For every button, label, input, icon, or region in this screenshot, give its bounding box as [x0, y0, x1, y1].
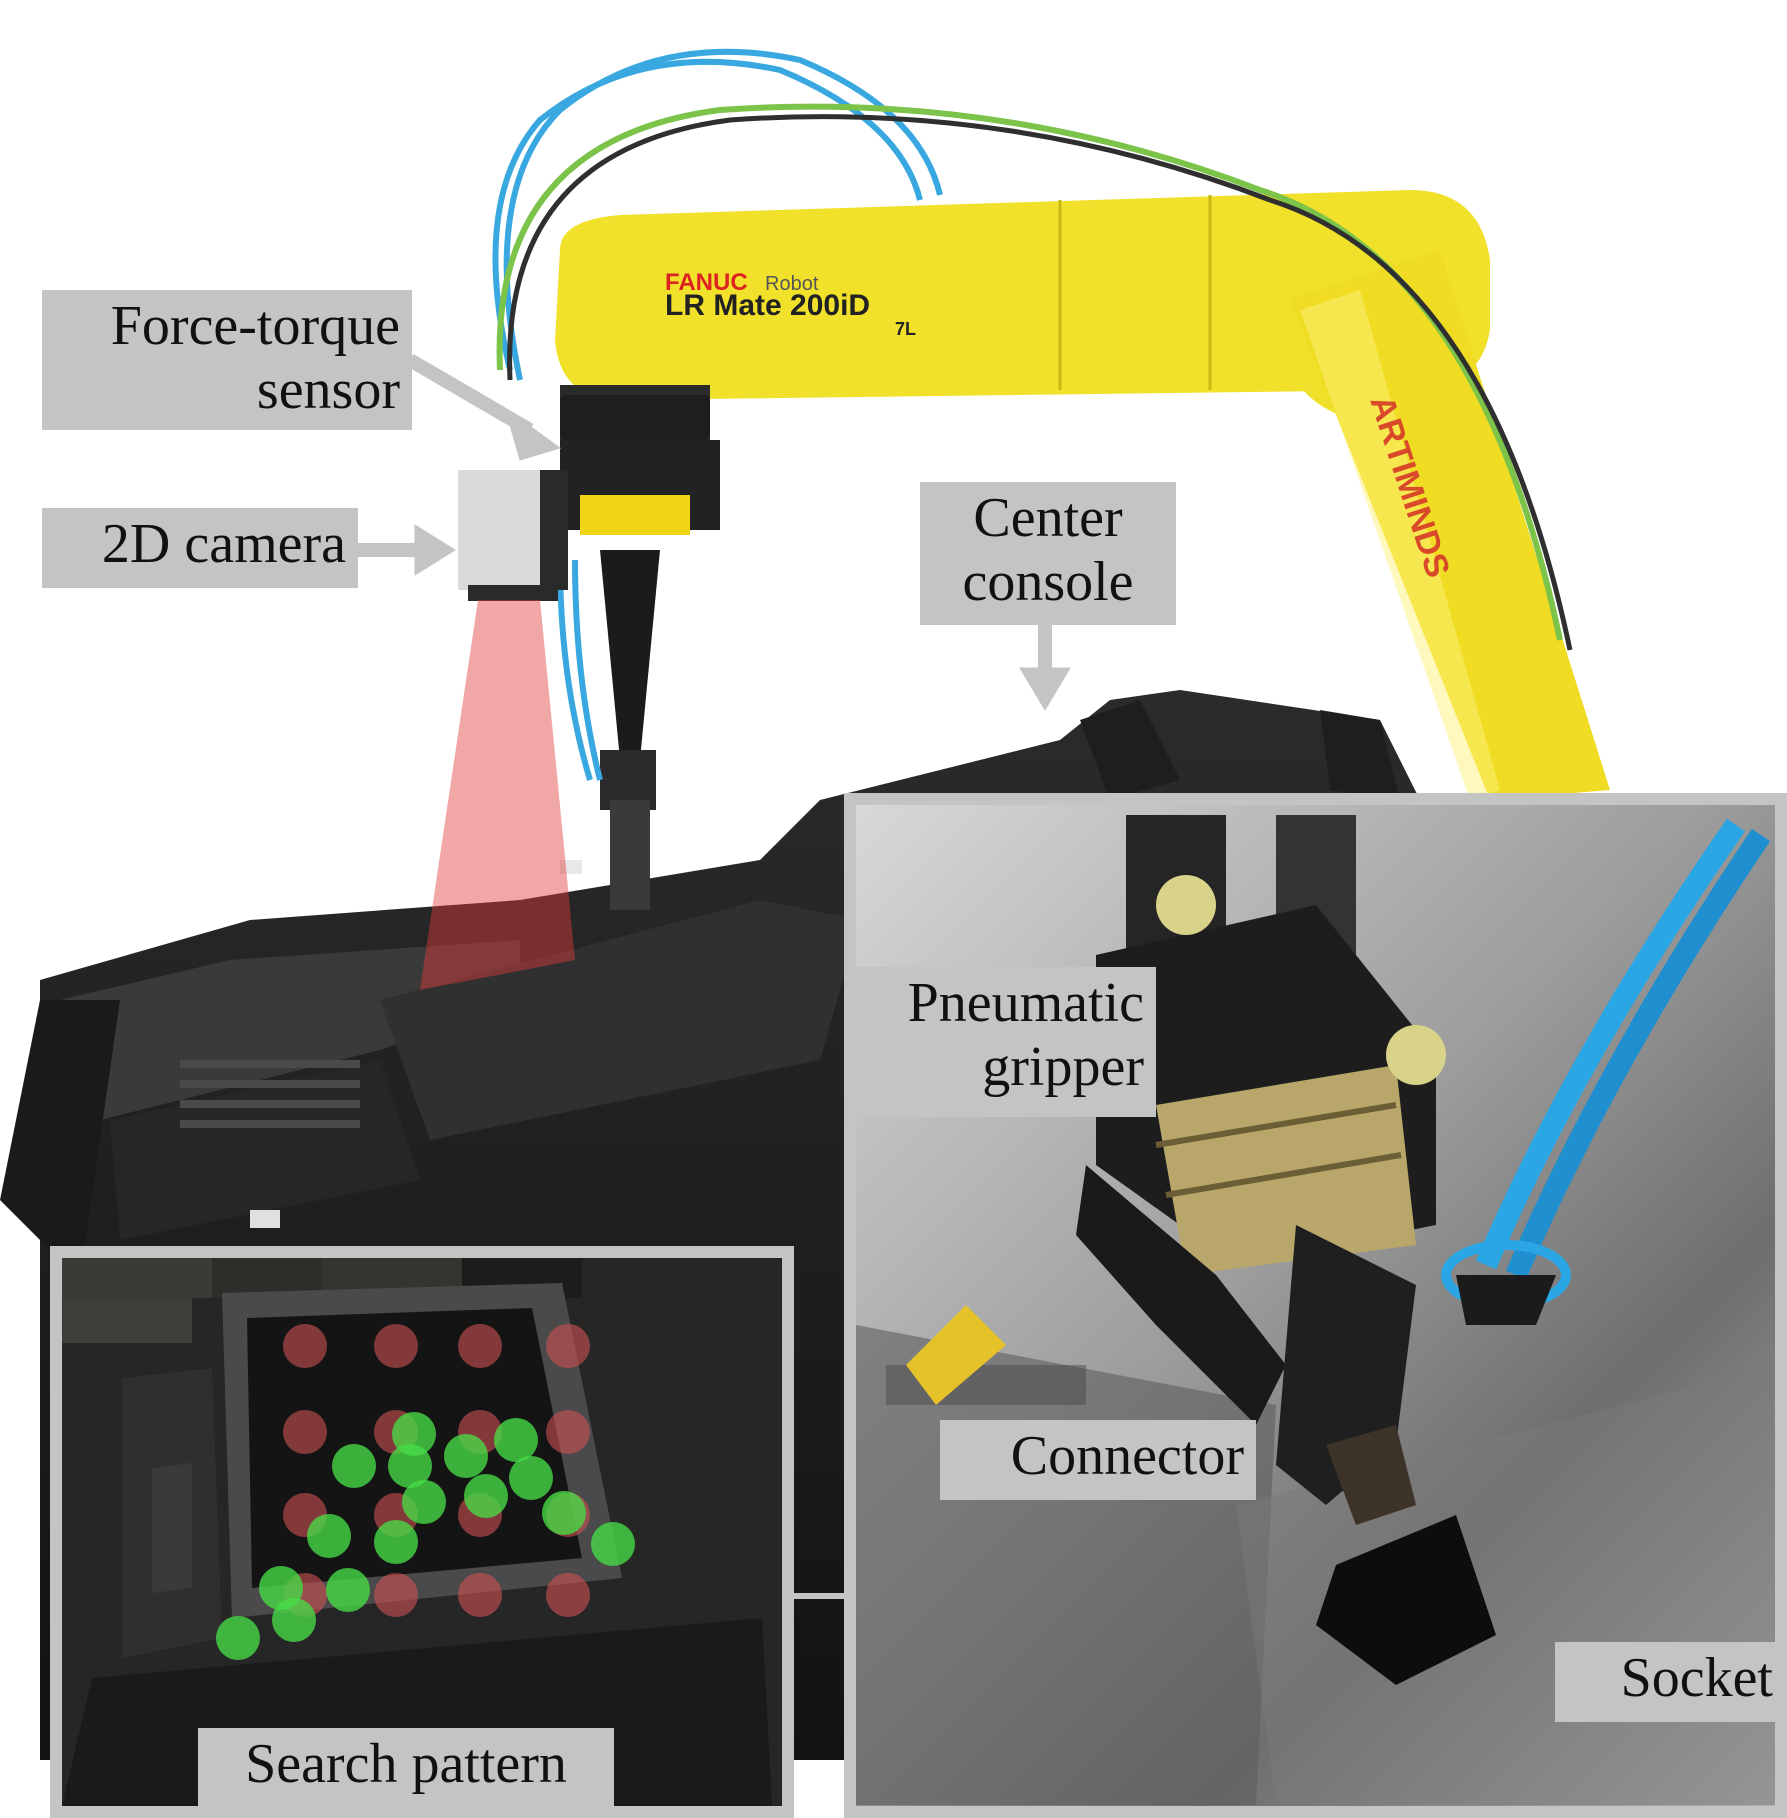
search-point-red: [283, 1324, 327, 1368]
search-point-green: [402, 1480, 446, 1524]
search-point-red: [546, 1410, 590, 1454]
search-point-red: [546, 1573, 590, 1617]
connector-label: Connector: [940, 1420, 1256, 1500]
search-point-red: [458, 1573, 502, 1617]
svg-text:LR Mate 200iD: LR Mate 200iD: [665, 289, 870, 322]
gripper-closeup-inset: [844, 793, 1787, 1818]
svg-text:7L: 7L: [895, 319, 916, 339]
camera-body: [458, 470, 568, 601]
search-point-red: [283, 1410, 327, 1454]
search-point-red: [546, 1324, 590, 1368]
search-point-green: [444, 1434, 488, 1478]
center-console-label: Center console: [920, 482, 1176, 625]
svg-text:FANUC: FANUC: [665, 269, 748, 296]
force-torque-sensor: [560, 395, 710, 440]
search-point-green: [509, 1456, 553, 1500]
search-point-green: [374, 1520, 418, 1564]
search-point-green: [494, 1418, 538, 1462]
search-point-green: [216, 1616, 260, 1660]
force-torque-sensor-label: Force-torque sensor: [42, 290, 412, 430]
svg-text:Robot: Robot: [765, 273, 819, 295]
search-point-red: [374, 1324, 418, 1368]
search-point-green: [591, 1522, 635, 1566]
socket-closeup-scene: [62, 1258, 782, 1806]
search-point-green: [464, 1474, 508, 1518]
search-point-green: [326, 1568, 370, 1612]
search-point-green: [272, 1598, 316, 1642]
search-point-red: [374, 1573, 418, 1617]
search-point-green: [332, 1444, 376, 1488]
cables: [492, 48, 1573, 781]
search-point-green: [307, 1514, 351, 1558]
search-pattern-inset: [50, 1246, 794, 1818]
camera-beam: [420, 600, 575, 990]
search-point-red: [458, 1324, 502, 1368]
search-pattern-label: Search pattern: [198, 1728, 614, 1810]
pneumatic-gripper-label: Pneumatic gripper: [856, 967, 1156, 1117]
socket-label: Socket: [1555, 1642, 1785, 1722]
camera-2d-label: 2D camera: [42, 508, 358, 588]
search-point-green: [542, 1491, 586, 1535]
